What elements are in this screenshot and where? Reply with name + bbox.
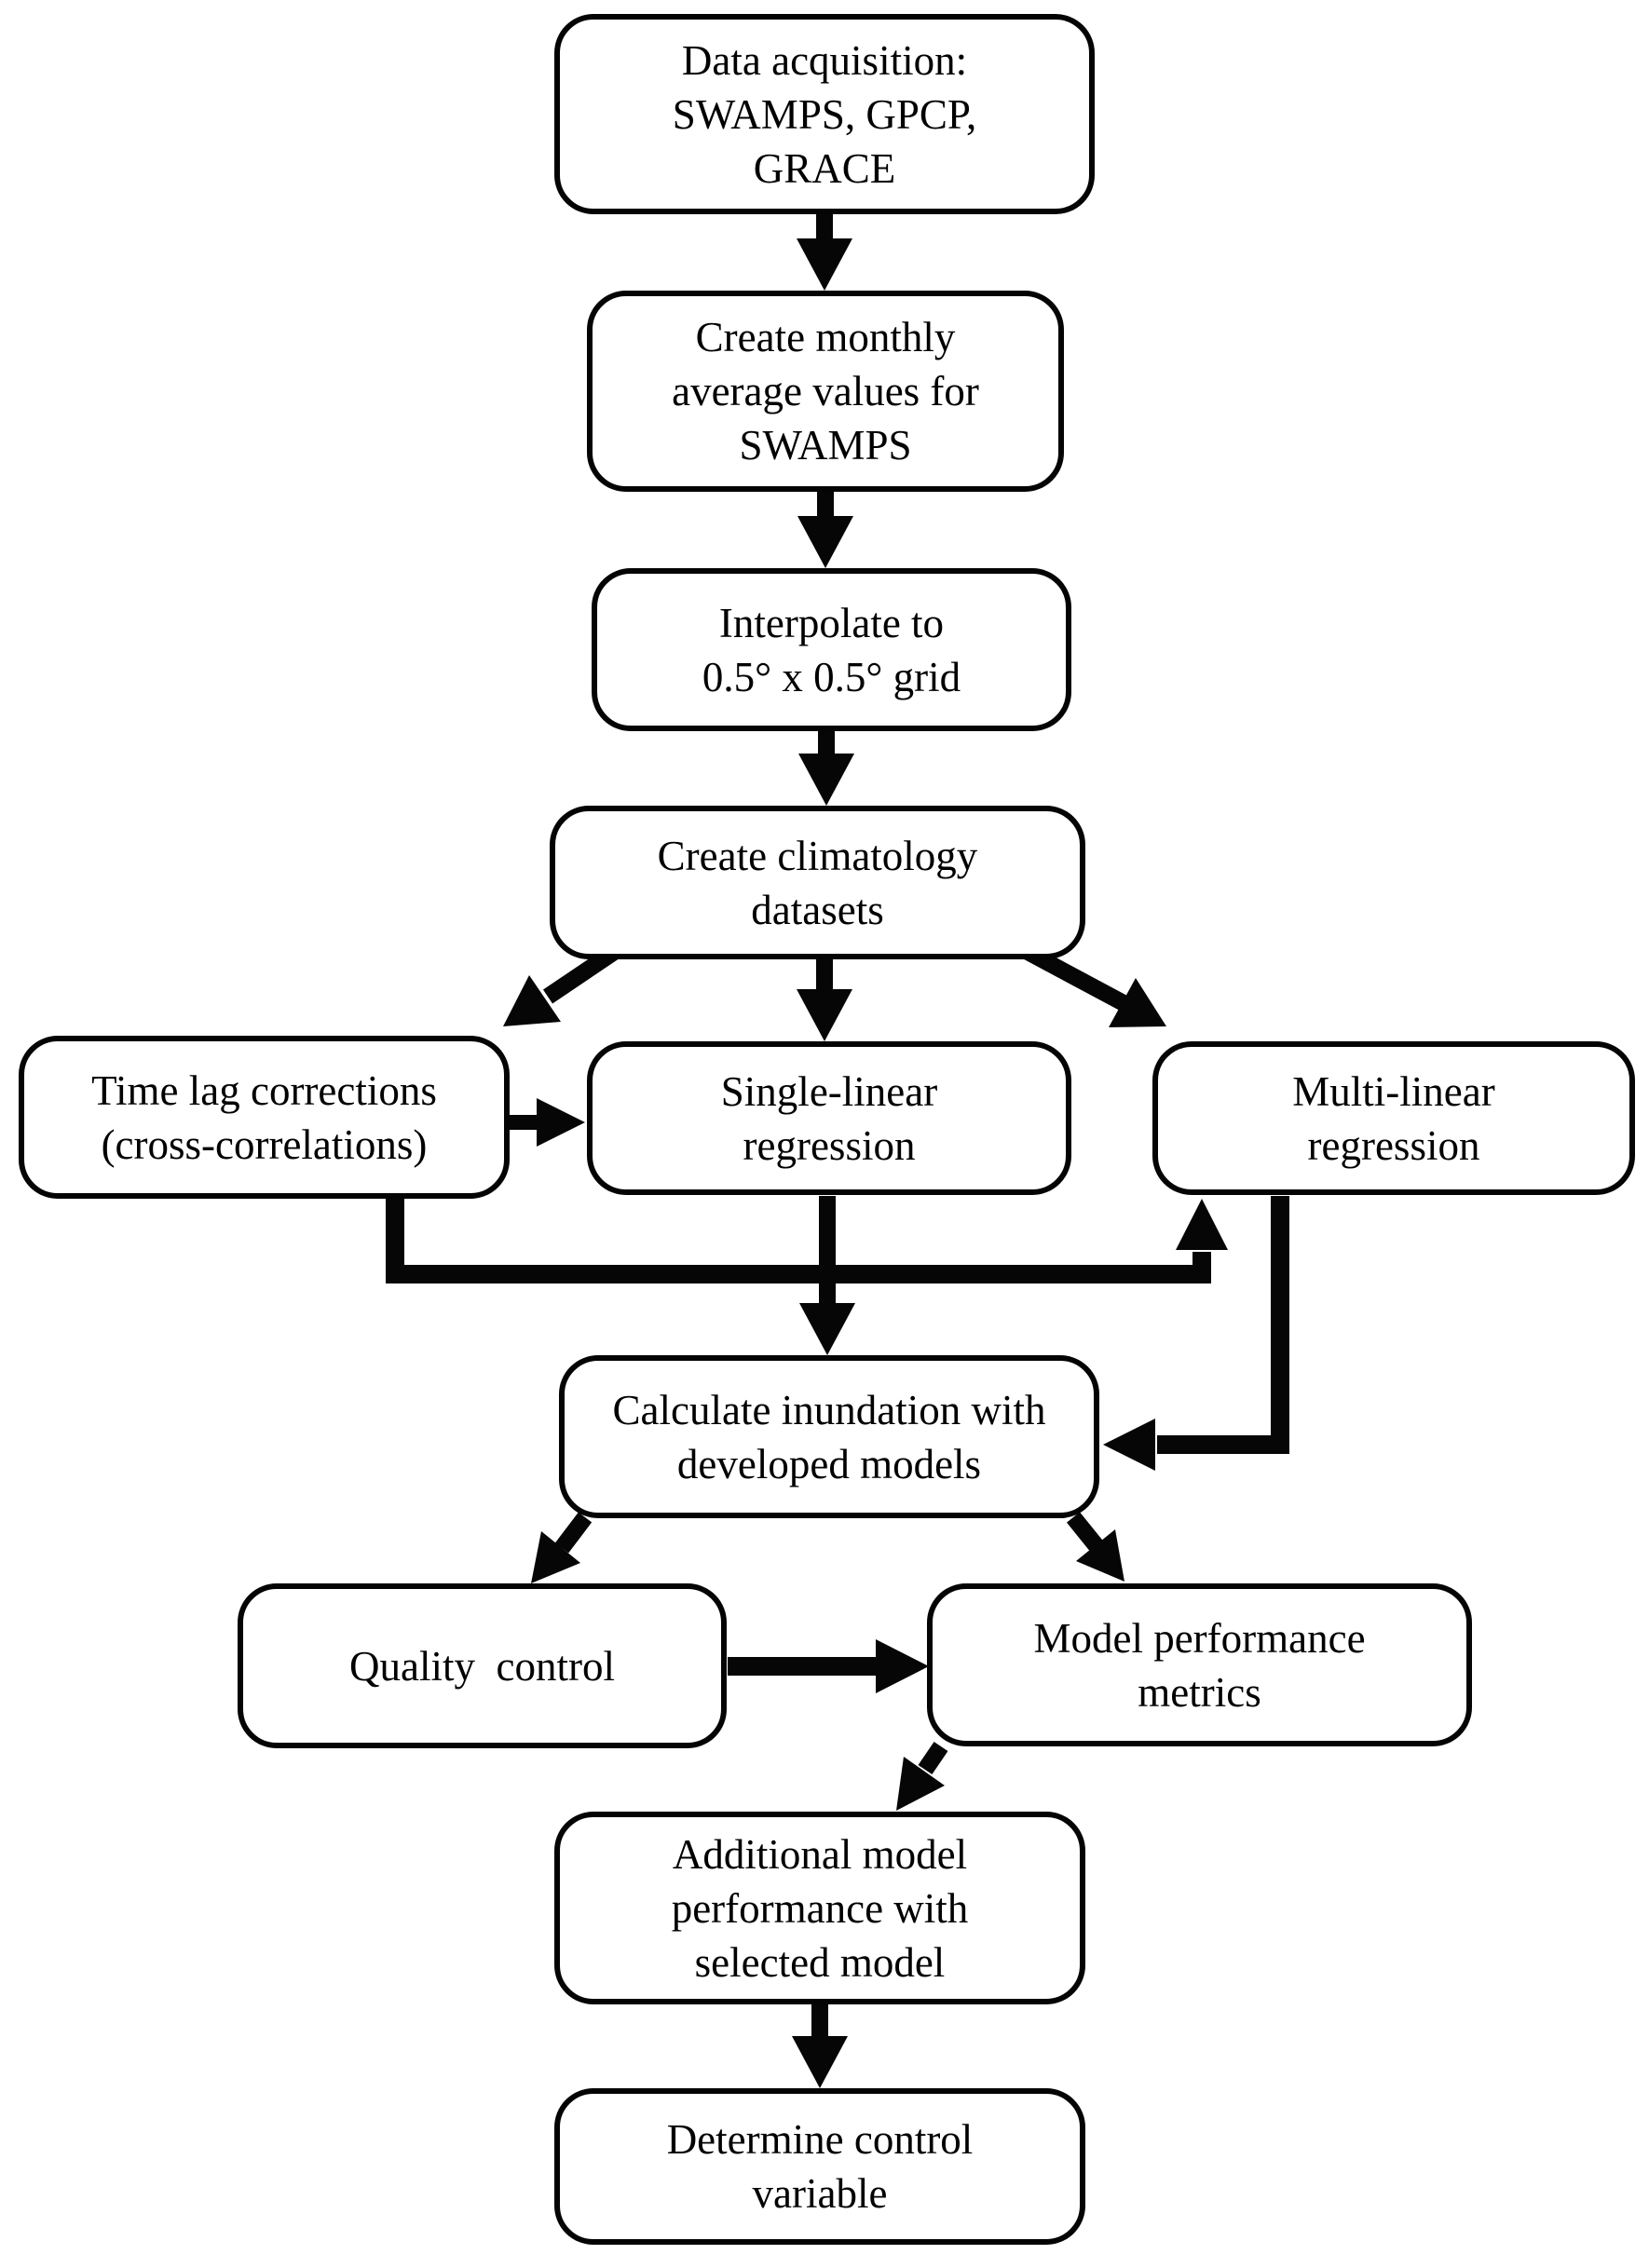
node-climatology: Create climatology datasets <box>550 806 1085 959</box>
node-multi-linear: Multi-linear regression <box>1152 1041 1635 1195</box>
node-time-lag: Time lag corrections (cross-correlations… <box>19 1036 510 1199</box>
arrow-interpolate-to-climatology <box>798 730 854 806</box>
node-quality-control: Quality control <box>238 1583 727 1748</box>
node-single-linear-label: Single-linear regression <box>720 1067 938 1169</box>
arrow-model-performance-to-additional-performance <box>896 1741 948 1811</box>
node-create-monthly-label: Create monthly average values for SWAMPS <box>672 314 979 469</box>
arrow-climatology-to-single-linear <box>797 958 852 1041</box>
arrow-create-monthly-to-interpolate <box>797 491 853 568</box>
node-model-performance: Model performance metrics <box>927 1583 1472 1746</box>
node-multi-linear-label: Multi-linear regression <box>1292 1067 1495 1169</box>
node-data-acquisition: Data acquisition: SWAMPS, GPCP, GRACE <box>554 14 1095 214</box>
node-additional-performance-label: Additional model performance with select… <box>671 1830 969 1986</box>
arrow-time-lag-to-single-linear <box>510 1098 585 1147</box>
arrow-calculate-inundation-to-quality-control <box>531 1512 593 1583</box>
node-calculate-inundation-label: Calculate inundation with developed mode… <box>612 1386 1046 1487</box>
arrow-calculate-inundation-to-model-performance <box>1066 1512 1124 1582</box>
node-climatology-label: Create climatology datasets <box>657 832 978 933</box>
node-model-performance-label: Model performance metrics <box>1033 1614 1366 1716</box>
arrow-single-linear-to-calculate-inundation <box>799 1196 855 1355</box>
arrow-time-lag-to-multi-linear-elbow <box>386 1196 1228 1283</box>
node-calculate-inundation: Calculate inundation with developed mode… <box>559 1355 1099 1518</box>
node-quality-control-label: Quality control <box>349 1642 615 1690</box>
arrow-quality-control-to-model-performance <box>728 1639 929 1693</box>
node-create-monthly: Create monthly average values for SWAMPS <box>587 291 1064 492</box>
node-determine-control-label: Determine control variable <box>666 2116 974 2217</box>
node-data-acquisition-label: Data acquisition: SWAMPS, GPCP, GRACE <box>672 36 977 192</box>
node-interpolate: Interpolate to 0.5° x 0.5° grid <box>592 568 1071 731</box>
node-interpolate-label: Interpolate to 0.5° x 0.5° grid <box>702 599 961 700</box>
arrow-data-acquisition-to-create-monthly <box>797 213 852 291</box>
arrow-multi-linear-to-calculate-inundation-elbow <box>1103 1196 1289 1471</box>
node-additional-performance: Additional model performance with select… <box>554 1812 1085 2004</box>
node-determine-control: Determine control variable <box>554 2088 1085 2245</box>
node-single-linear: Single-linear regression <box>587 1041 1071 1195</box>
arrow-additional-performance-to-determine-control <box>792 2003 848 2088</box>
node-time-lag-label: Time lag corrections (cross-correlations… <box>91 1066 437 1168</box>
